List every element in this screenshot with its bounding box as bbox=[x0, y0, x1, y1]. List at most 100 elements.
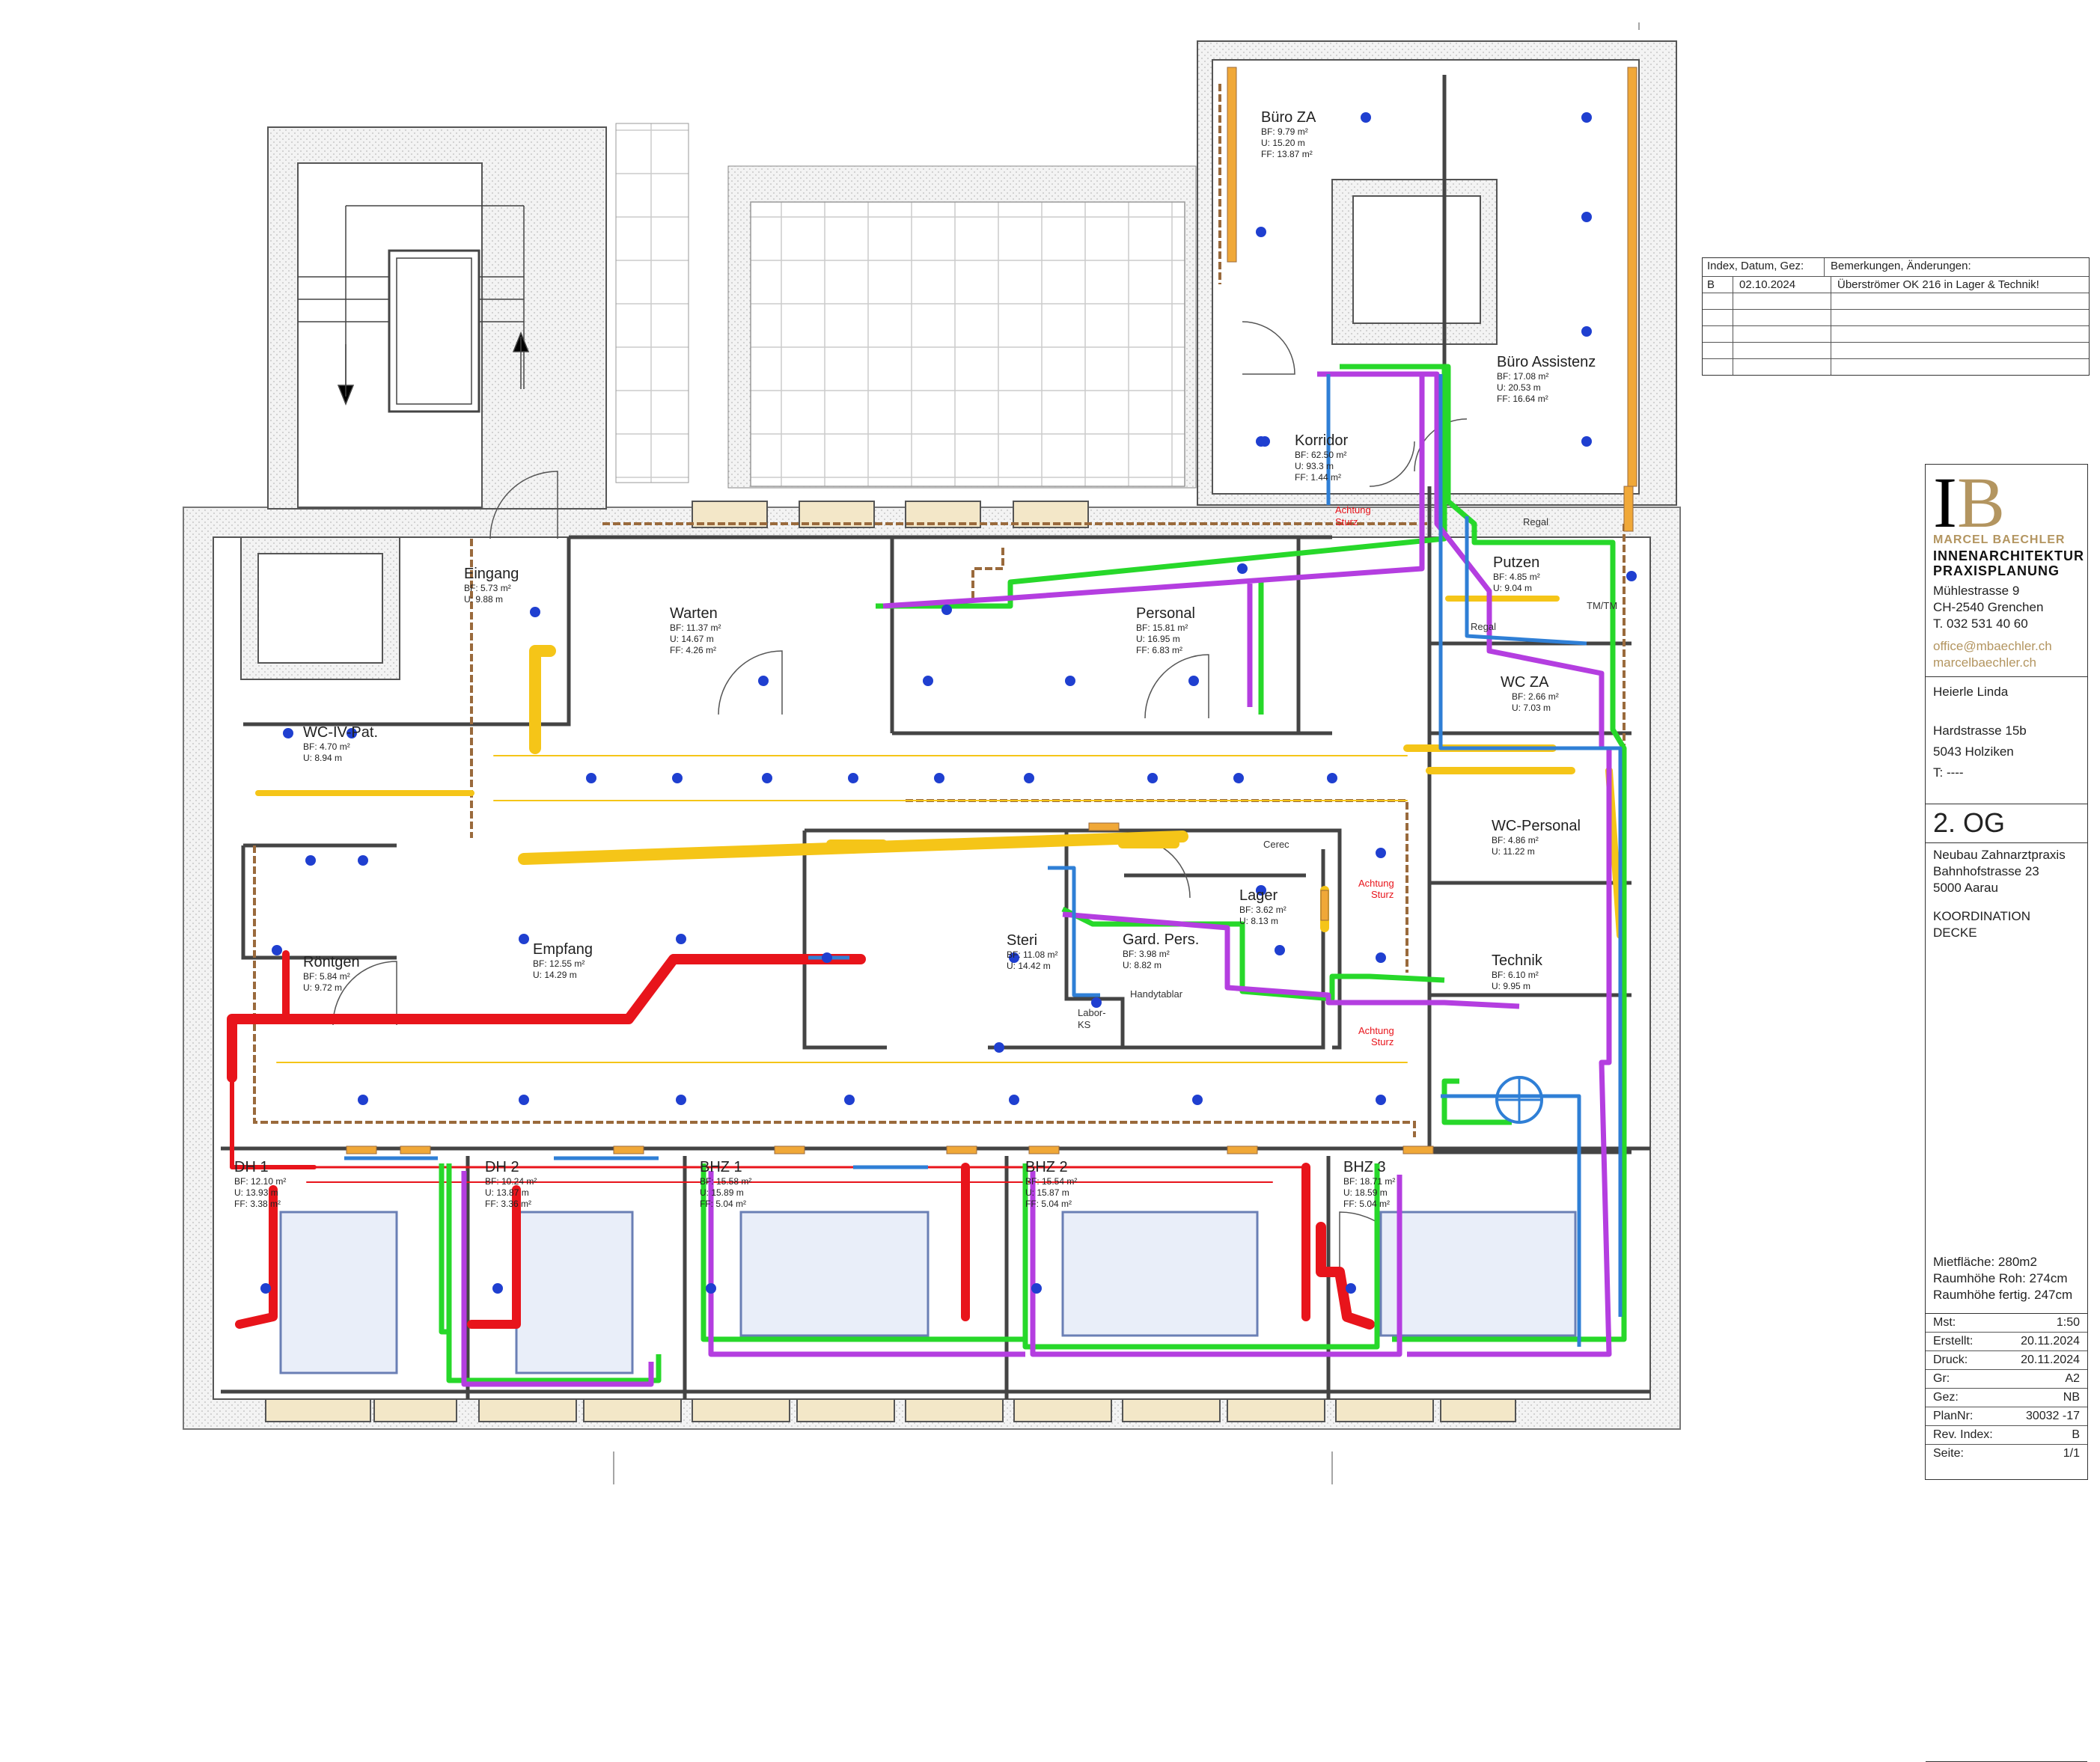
room-bhz1: BHZ 1 bbox=[700, 1159, 742, 1175]
svg-text:Regal: Regal bbox=[1523, 516, 1548, 527]
svg-text:BF: 3.62 m²: BF: 3.62 m² bbox=[1239, 905, 1286, 915]
revision-header-index: Index, Datum, Gez: bbox=[1703, 258, 1825, 276]
revision-header-notes: Bemerkungen, Änderungen: bbox=[1831, 260, 1971, 272]
svg-text:Achtung: Achtung bbox=[1358, 1025, 1394, 1036]
water-lines bbox=[344, 374, 1623, 1347]
svg-text:U: 8.13 m: U: 8.13 m bbox=[1239, 916, 1278, 926]
meta-row: Druck:20.11.2024 bbox=[1926, 1350, 2087, 1369]
svg-text:Sturz: Sturz bbox=[1371, 1036, 1394, 1047]
floor-plan: Büro ZA BF: 9.79 m² U: 15.20 m FF: 13.87… bbox=[183, 22, 1681, 1484]
client-block: Heierle Linda Hardstrasse 15b 5043 Holzi… bbox=[1926, 676, 2087, 804]
staircase bbox=[298, 205, 530, 413]
svg-text:FF: 5.04 m²: FF: 5.04 m² bbox=[1025, 1199, 1072, 1209]
svg-text:U: 9.88 m: U: 9.88 m bbox=[464, 594, 503, 605]
svg-text:BF: 15.58 m²: BF: 15.58 m² bbox=[700, 1176, 751, 1187]
logo-line2: PRAXISPLANUNG bbox=[1933, 563, 2060, 578]
svg-text:Achtung: Achtung bbox=[1358, 878, 1394, 889]
room-empfang: Empfang bbox=[533, 941, 593, 958]
svg-text:U: 7.03 m: U: 7.03 m bbox=[1512, 703, 1551, 713]
floor-label: 2. OG bbox=[1933, 807, 2006, 838]
svg-text:BF: 11.08 m²: BF: 11.08 m² bbox=[1007, 949, 1057, 960]
room-wc-iv: WC-IV-Pat. bbox=[303, 724, 378, 741]
project-line2: Bahnhofstrasse 23 bbox=[1933, 864, 2039, 878]
svg-text:BF: 3.98 m²: BF: 3.98 m² bbox=[1123, 949, 1170, 959]
exhaust-ducts bbox=[255, 596, 1624, 1063]
svg-text:FF: 16.64 m²: FF: 16.64 m² bbox=[1497, 394, 1548, 404]
svg-text:U: 14.29 m: U: 14.29 m bbox=[533, 970, 577, 980]
svg-text:BF: 4.85 m²: BF: 4.85 m² bbox=[1493, 572, 1540, 582]
svg-text:U: 8.94 m: U: 8.94 m bbox=[303, 753, 342, 763]
room-buero-assistenz: Büro Assistenz bbox=[1497, 354, 1596, 370]
svg-text:Labor-: Labor- bbox=[1078, 1007, 1106, 1018]
revision-note: Überströmer OK 216 in Lager & Technik! bbox=[1837, 278, 2039, 291]
svg-text:U: 13.87 m: U: 13.87 m bbox=[485, 1187, 529, 1198]
room-roentgen: Röntgen bbox=[303, 954, 360, 970]
company-city: CH-2540 Grenchen bbox=[1933, 600, 2044, 614]
svg-text:BF: 6.10 m²: BF: 6.10 m² bbox=[1492, 970, 1539, 980]
room-lager: Lager bbox=[1239, 887, 1278, 904]
svg-text:U: 8.82 m: U: 8.82 m bbox=[1123, 960, 1162, 970]
svg-text:Sturz: Sturz bbox=[1371, 889, 1394, 900]
revision-index: B bbox=[1703, 277, 1733, 293]
svg-text:FF: 1.44 m²: FF: 1.44 m² bbox=[1295, 472, 1341, 483]
meta-table: Mst:1:50 Erstellt:20.11.2024 Druck:20.11… bbox=[1926, 1313, 2087, 1463]
meta-row: Rev. Index:B bbox=[1926, 1425, 2087, 1444]
svg-text:Achtung: Achtung bbox=[1335, 504, 1371, 516]
revision-table: Index, Datum, Gez: Bemerkungen, Änderung… bbox=[1702, 257, 2090, 376]
svg-text:BF: 12.10 m²: BF: 12.10 m² bbox=[234, 1176, 286, 1187]
meta-row: Seite:1/1 bbox=[1926, 1444, 2087, 1463]
client-phone: T: ---- bbox=[1933, 765, 1964, 780]
logo-mark: IB bbox=[1933, 462, 2005, 542]
title-block: IB MARCEL BAECHLER INNENARCHITEKTUR PRAX… bbox=[1925, 464, 2088, 1762]
svg-text:U: 9.95 m: U: 9.95 m bbox=[1492, 981, 1530, 991]
room-warten: Warten bbox=[670, 605, 718, 622]
meta-row: Gez:NB bbox=[1926, 1388, 2087, 1407]
meta-row: Erstellt:20.11.2024 bbox=[1926, 1332, 2087, 1350]
svg-text:BF: 9.79 m²: BF: 9.79 m² bbox=[1261, 126, 1308, 137]
company-block: IB MARCEL BAECHLER INNENARCHITEKTUR PRAX… bbox=[1926, 465, 2087, 677]
room-technik: Technik bbox=[1492, 952, 1543, 969]
company-street: Mühlestrasse 9 bbox=[1933, 584, 2020, 598]
logo-line1: INNENARCHITEKTUR bbox=[1933, 548, 2084, 563]
room-height-raw: Raumhöhe Roh: 274cm bbox=[1933, 1271, 2068, 1285]
client-city: 5043 Holziken bbox=[1933, 744, 2014, 759]
svg-text:BF: 11.37 m²: BF: 11.37 m² bbox=[670, 622, 721, 633]
svg-text:KS: KS bbox=[1078, 1019, 1091, 1030]
revision-date: 02.10.2024 bbox=[1733, 277, 1831, 293]
client-street: Hardstrasse 15b bbox=[1933, 724, 2027, 738]
room-labels: Büro ZA BF: 9.79 m² U: 15.20 m FF: 13.87… bbox=[234, 109, 1596, 1209]
logo-name: MARCEL BAECHLER bbox=[1933, 533, 2066, 546]
svg-text:Regal: Regal bbox=[1471, 621, 1496, 632]
room-buero-za: Büro ZA bbox=[1261, 109, 1316, 126]
svg-text:BF: 4.70 m²: BF: 4.70 m² bbox=[303, 741, 350, 752]
room-eingang: Eingang bbox=[464, 566, 519, 582]
svg-text:FF: 4.26 m²: FF: 4.26 m² bbox=[670, 645, 716, 655]
svg-text:U: 15.87 m: U: 15.87 m bbox=[1025, 1187, 1069, 1198]
ceiling-panels bbox=[279, 1211, 1577, 1374]
meta-row: Mst:1:50 bbox=[1933, 1316, 2080, 1329]
svg-text:FF: 5.04 m²: FF: 5.04 m² bbox=[1343, 1199, 1390, 1209]
svg-text:U: 15.89 m: U: 15.89 m bbox=[700, 1187, 744, 1198]
project-block: Neubau Zahnarztpraxis Bahnhofstrasse 23 … bbox=[1926, 842, 2087, 1762]
svg-text:U: 9.72 m: U: 9.72 m bbox=[303, 982, 342, 993]
room-personal: Personal bbox=[1136, 605, 1195, 622]
svg-text:U: 20.53 m: U: 20.53 m bbox=[1497, 382, 1541, 393]
svg-text:BF: 4.86 m²: BF: 4.86 m² bbox=[1492, 835, 1539, 845]
room-wc-personal: WC-Personal bbox=[1492, 818, 1581, 834]
company-phone: T. 032 531 40 60 bbox=[1933, 617, 2028, 631]
room-bhz2: BHZ 2 bbox=[1025, 1159, 1068, 1175]
room-dh2: DH 2 bbox=[485, 1159, 519, 1175]
svg-text:Sturz: Sturz bbox=[1335, 516, 1358, 527]
room-korridor: Korridor bbox=[1295, 432, 1348, 449]
svg-text:BF: 62.50 m²: BF: 62.50 m² bbox=[1295, 450, 1346, 460]
room-putzen: Putzen bbox=[1493, 554, 1539, 571]
svg-text:FF: 3.36 m²: FF: 3.36 m² bbox=[485, 1199, 531, 1209]
heating-lines bbox=[227, 950, 1375, 1330]
ceiling-lights bbox=[260, 112, 1637, 1294]
svg-text:TM/TM: TM/TM bbox=[1587, 600, 1617, 611]
svg-text:BF: 17.08 m²: BF: 17.08 m² bbox=[1497, 371, 1548, 382]
rental-area: Mietfläche: 280m2 bbox=[1933, 1255, 2037, 1269]
svg-text:BF: 5.84 m²: BF: 5.84 m² bbox=[303, 971, 350, 982]
svg-text:U: 18.59 m: U: 18.59 m bbox=[1343, 1187, 1388, 1198]
room-wc-za: WC ZA bbox=[1501, 674, 1549, 691]
